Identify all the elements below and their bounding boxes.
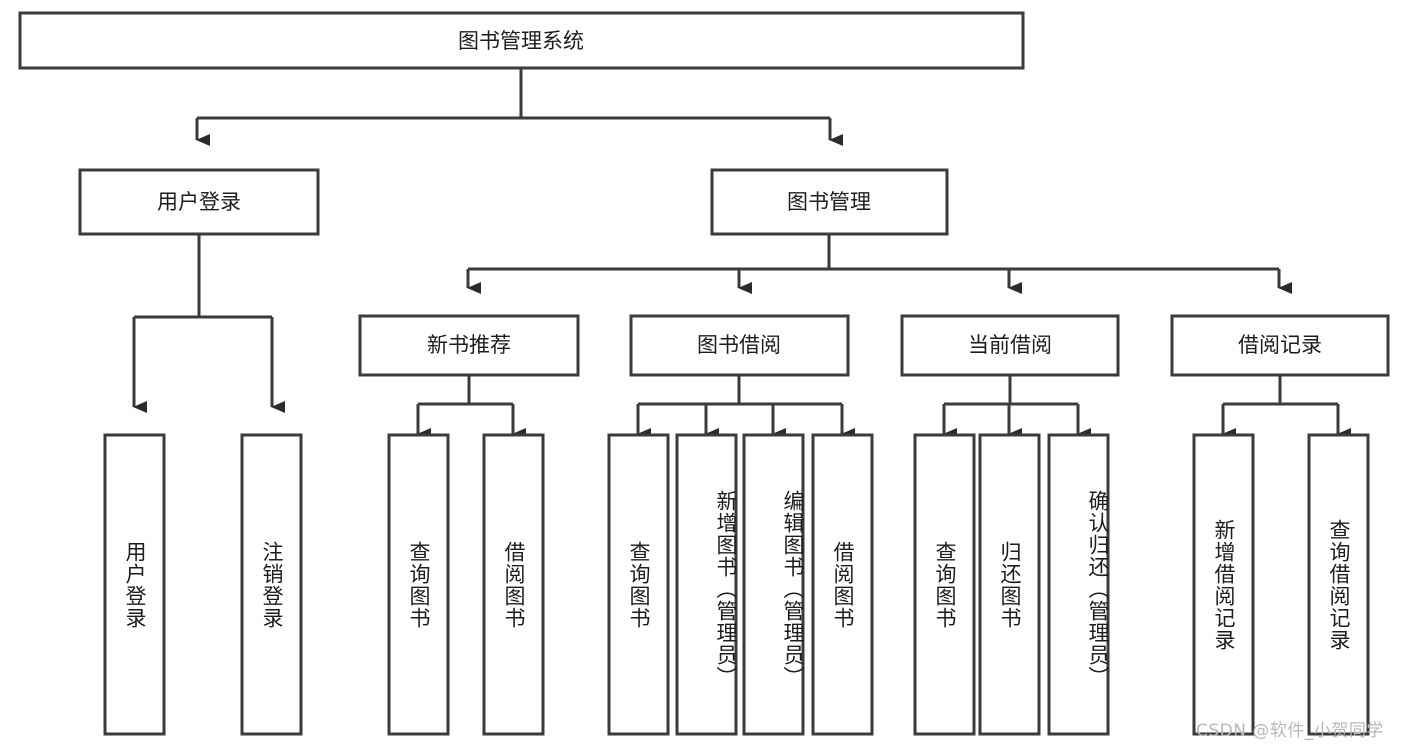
node-root[interactable]: 图书管理系统 [18,11,1025,70]
node-book-borrow-label: 图书借阅 [697,333,781,357]
leaf-box-confirm-return-admin[interactable] [1047,433,1110,736]
connector-book-management-to-level2 [466,234,1292,294]
node-borrow-record[interactable]: 借阅记录 [1170,314,1390,377]
connector-root-to-level1 [195,68,843,146]
node-book-borrow[interactable]: 图书借阅 [629,314,850,377]
leaf-box-query-book-1[interactable] [387,433,450,736]
node-user-login-label: 用户登录 [157,190,241,214]
leaf-box-query-book-2[interactable] [607,433,670,736]
connector-new-book-recommend-to-leaves [416,375,526,440]
leaf-boxes [103,433,1370,736]
leaf-box-logout[interactable] [240,433,303,736]
leaf-box-edit-book-admin[interactable] [742,433,805,736]
leaf-box-borrow-book-1[interactable] [482,433,545,736]
leaf-box-query-borrow-record[interactable] [1307,433,1370,736]
node-current-borrow-label: 当前借阅 [968,333,1052,357]
connector-book-borrow-to-leaves [636,375,855,440]
leaf-box-add-book-admin[interactable] [675,433,738,736]
node-book-management[interactable]: 图书管理 [710,168,949,236]
leaf-box-user-login[interactable] [103,433,166,736]
leaf-box-borrow-book-2[interactable] [811,433,874,736]
connector-borrow-record-to-leaves [1221,375,1351,440]
node-root-label: 图书管理系统 [458,29,584,53]
node-new-book-recommend[interactable]: 新书推荐 [358,314,580,377]
node-user-login[interactable]: 用户登录 [78,168,320,236]
csdn-watermark: CSDN @软件_小贺同学 [1196,721,1384,741]
leaf-box-return-book[interactable] [978,433,1041,736]
node-book-management-label: 图书管理 [787,190,871,214]
connector-current-borrow-to-leaves [942,375,1091,440]
leaf-box-add-borrow-record[interactable] [1192,433,1255,736]
node-current-borrow[interactable]: 当前借阅 [900,314,1120,377]
leaf-box-query-book-3[interactable] [913,433,976,736]
connector-user-login-to-leaves [132,234,285,413]
node-borrow-record-label: 借阅记录 [1238,333,1322,357]
node-new-book-recommend-label: 新书推荐 [427,333,511,357]
